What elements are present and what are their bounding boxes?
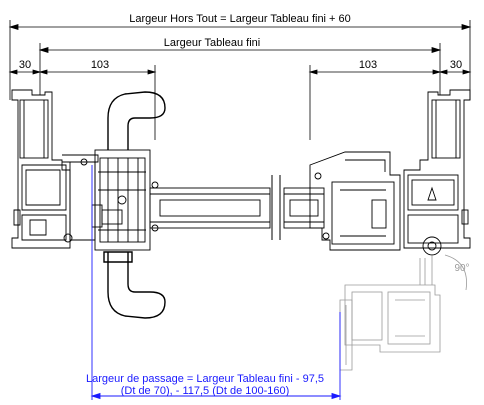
right-depth-label: 103 — [359, 59, 377, 71]
break-symbol — [271, 175, 281, 240]
right-sash-profile — [309, 151, 401, 251]
overall-width-label: Largeur Hors Tout = Largeur Tableau fini… — [129, 13, 351, 25]
upper-door-handle — [107, 91, 166, 150]
passage-label-line2: (Dt de 70), - 117,5 (Dt de 100-160) — [121, 385, 290, 397]
left-offset-label: 30 — [19, 59, 31, 71]
left-frame-profile — [11, 89, 99, 249]
offset-dimensions — [8, 65, 472, 140]
opening-arc — [431, 254, 467, 291]
opening-angle-label: 90° — [454, 263, 469, 274]
passage-label-line1: Largeur de passage = Largeur Tableau fin… — [86, 373, 324, 385]
hinge-roller — [422, 236, 442, 256]
lower-door-handle — [103, 251, 166, 319]
glazing-panel — [149, 187, 325, 229]
right-offset-label: 30 — [450, 59, 462, 71]
left-depth-label: 103 — [91, 59, 109, 71]
right-frame-profile — [403, 89, 471, 249]
frame-dimension — [38, 43, 442, 95]
open-sash-ghost — [339, 258, 441, 371]
frame-width-label: Largeur Tableau fini — [164, 37, 260, 49]
left-sash-hardware — [91, 149, 159, 251]
passage-dimension — [90, 165, 342, 400]
overall-dimension — [8, 20, 472, 100]
